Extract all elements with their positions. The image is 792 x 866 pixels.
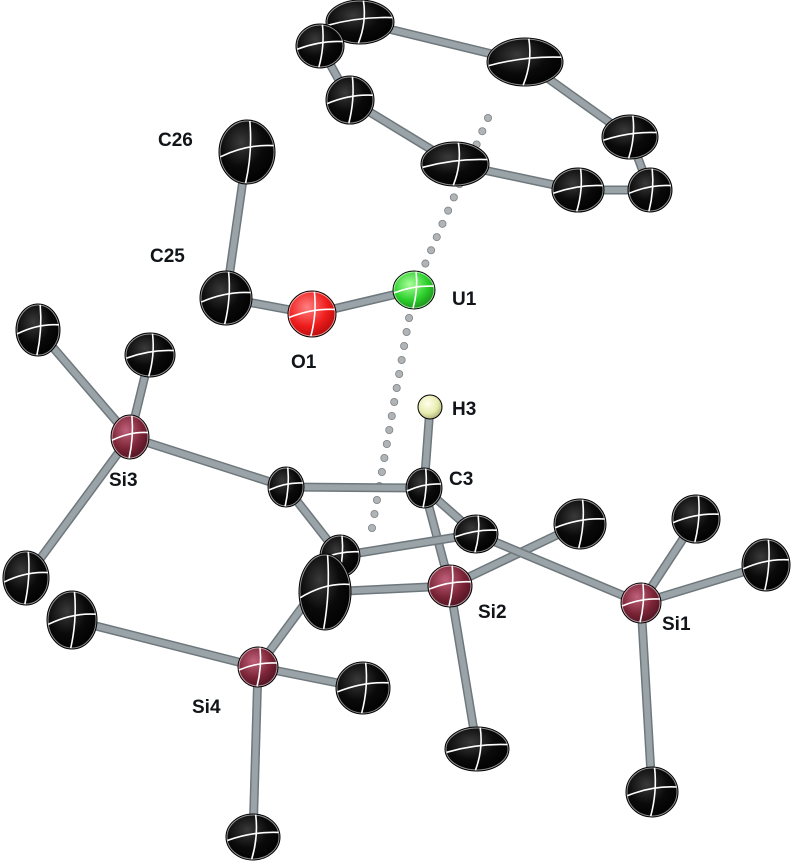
atom-cot6 bbox=[627, 167, 673, 213]
centroid-dot bbox=[370, 509, 379, 518]
centroid-dot bbox=[372, 495, 381, 504]
bond bbox=[127, 434, 289, 490]
atom-si1 bbox=[620, 582, 662, 624]
centroid-dot bbox=[432, 233, 441, 242]
atom-si4 bbox=[237, 646, 279, 688]
atom-si3 bbox=[110, 414, 150, 460]
atom-si2b bbox=[444, 726, 510, 772]
label-c25: C25 bbox=[150, 246, 185, 267]
centroid-dot bbox=[438, 219, 447, 228]
atom-cot8 bbox=[486, 37, 564, 87]
atom-u1 bbox=[392, 270, 436, 310]
bond bbox=[638, 600, 655, 795]
atom-si2a bbox=[553, 498, 607, 550]
bond bbox=[283, 484, 427, 491]
label-si2: Si2 bbox=[478, 602, 507, 623]
atom-cot1 bbox=[325, 0, 395, 45]
label-si3: Si3 bbox=[109, 470, 138, 491]
atom-si1a bbox=[671, 494, 721, 544]
bond bbox=[69, 617, 261, 670]
label-si1: Si1 bbox=[662, 614, 691, 635]
atom-c3 bbox=[405, 467, 443, 509]
centroid-dot bbox=[405, 313, 414, 322]
centroid-dot bbox=[478, 127, 487, 136]
atom-si1c bbox=[625, 766, 679, 818]
centroid-dot bbox=[380, 453, 389, 462]
label-c3: C3 bbox=[449, 469, 473, 490]
atom-o1 bbox=[287, 290, 337, 338]
centroid-dot bbox=[444, 206, 453, 215]
centroid-dot bbox=[387, 411, 396, 420]
atom-si3b bbox=[124, 332, 176, 378]
centroid-dot bbox=[400, 341, 409, 350]
atom-c25 bbox=[199, 270, 253, 326]
atom-cot4 bbox=[420, 141, 490, 187]
atom-h3 bbox=[417, 394, 443, 420]
label-c26: C26 bbox=[158, 130, 193, 151]
label-si4: Si4 bbox=[192, 697, 221, 718]
label-o1: O1 bbox=[291, 352, 317, 373]
bond bbox=[337, 531, 479, 559]
centroid-dot bbox=[402, 327, 411, 336]
atom-cot2 bbox=[295, 23, 345, 69]
centroid-dot bbox=[395, 369, 404, 378]
label-u1: U1 bbox=[452, 289, 477, 310]
bond bbox=[250, 664, 261, 840]
atom-cot3 bbox=[325, 75, 375, 125]
centroid-dot bbox=[427, 246, 436, 255]
atom-cot5 bbox=[551, 167, 605, 213]
centroid-dot bbox=[392, 383, 401, 392]
atom-cot7 bbox=[601, 114, 659, 160]
centroid-dot bbox=[397, 355, 406, 364]
atom-si2 bbox=[427, 564, 473, 608]
centroid-dot bbox=[377, 467, 386, 476]
atom-cd bbox=[298, 553, 352, 631]
atom-si4a bbox=[46, 590, 98, 650]
bond bbox=[23, 434, 133, 581]
centroid-dot bbox=[421, 259, 430, 268]
atom-si3c bbox=[2, 550, 50, 606]
atom-si3a bbox=[15, 303, 61, 357]
atom-ca bbox=[267, 466, 305, 508]
centroid-dot bbox=[390, 397, 399, 406]
centroid-dot bbox=[449, 193, 458, 202]
centroid-dot bbox=[385, 425, 394, 434]
atom-si4c bbox=[225, 813, 281, 861]
bond bbox=[473, 531, 644, 606]
atom-si4b bbox=[335, 661, 391, 715]
centroid-dot bbox=[382, 439, 391, 448]
atom-c26 bbox=[218, 119, 276, 185]
centroid-dot bbox=[483, 114, 492, 123]
bond bbox=[447, 583, 480, 752]
atom-si1b bbox=[741, 538, 791, 592]
atom-cb bbox=[453, 514, 499, 554]
centroid-dot bbox=[367, 524, 376, 533]
label-h3: H3 bbox=[452, 399, 476, 420]
